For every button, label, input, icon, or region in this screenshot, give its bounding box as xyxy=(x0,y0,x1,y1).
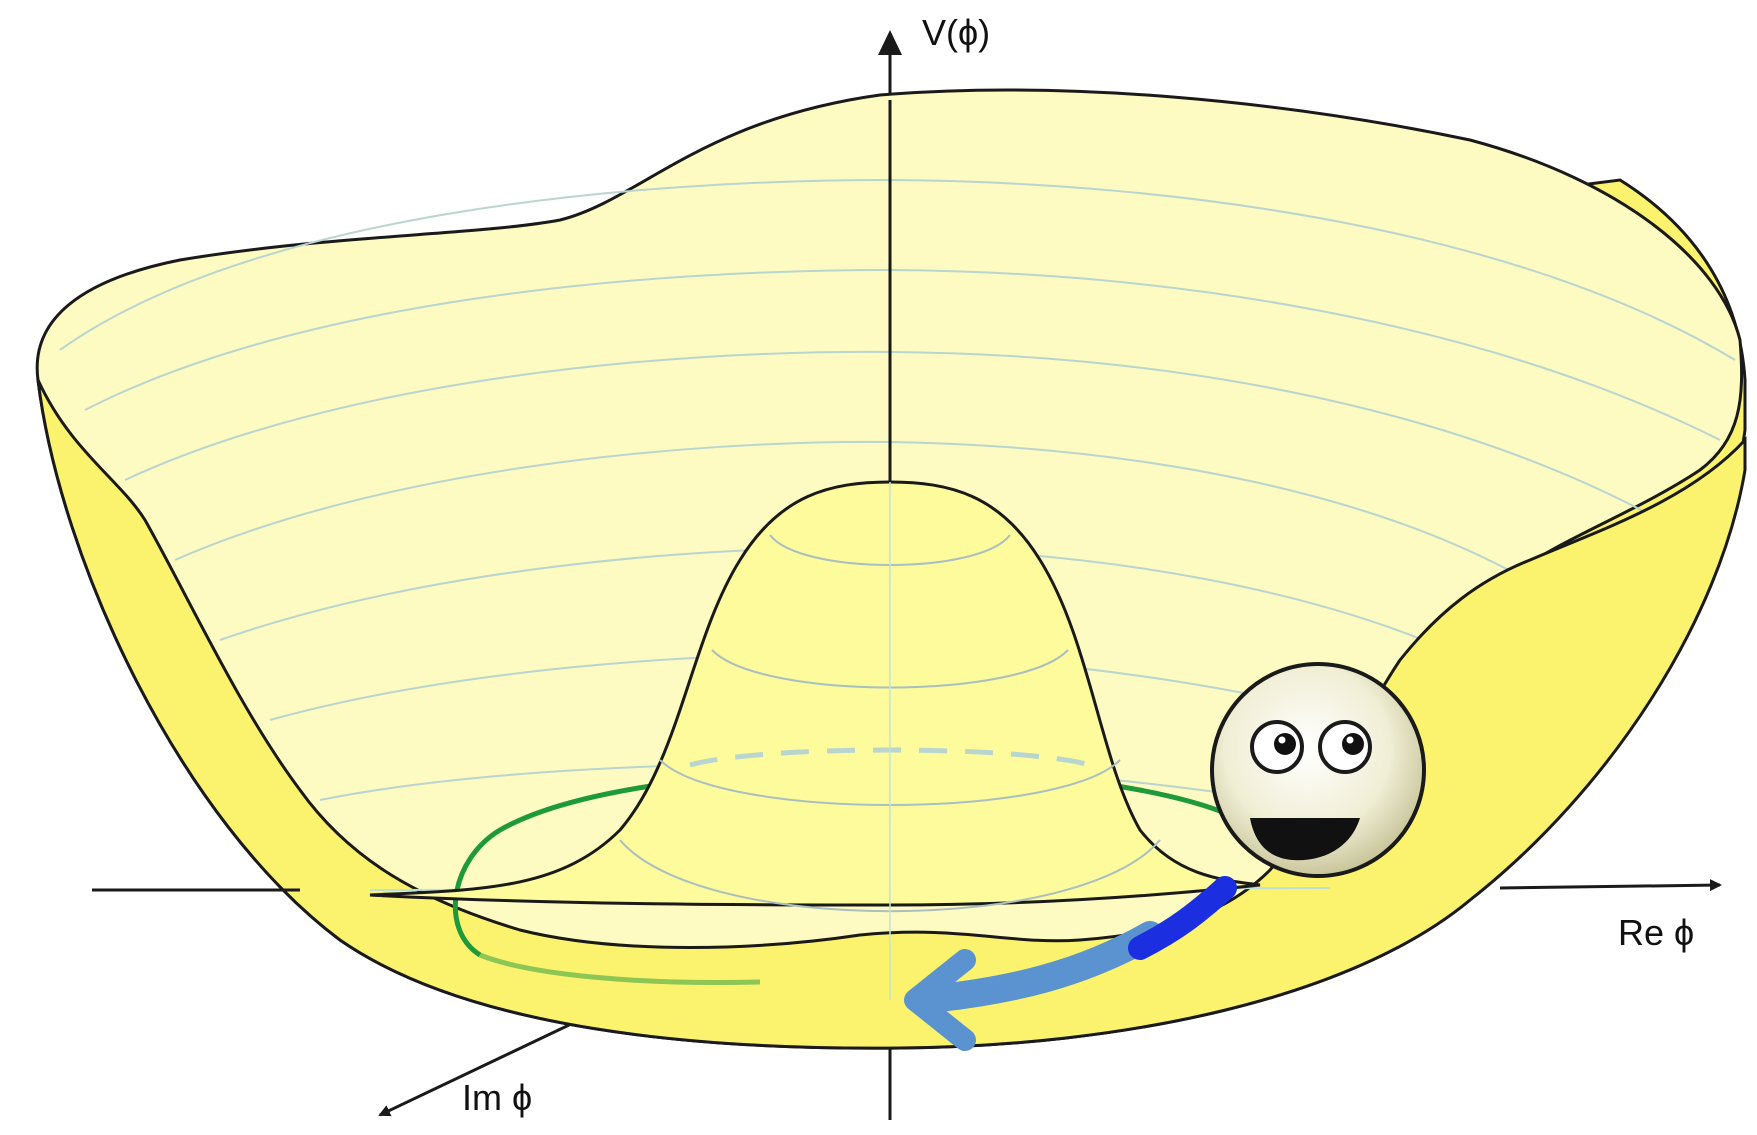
vertical-axis-arrowhead xyxy=(878,30,902,55)
imaginary-axis-label: Im ϕ xyxy=(462,1077,532,1118)
real-axis-label: Re ϕ xyxy=(1618,912,1694,953)
vertical-axis-label: V(ϕ) xyxy=(922,12,990,53)
trough-front-wall xyxy=(36,379,1747,1050)
real-axis-right xyxy=(1499,879,1722,892)
smiley-ball-icon xyxy=(1210,662,1426,878)
minimum-ring-front xyxy=(479,952,761,986)
rolling-arrow-icon xyxy=(904,876,1237,1051)
axes-back xyxy=(378,30,902,1120)
imaginary-axis xyxy=(378,1013,591,1117)
